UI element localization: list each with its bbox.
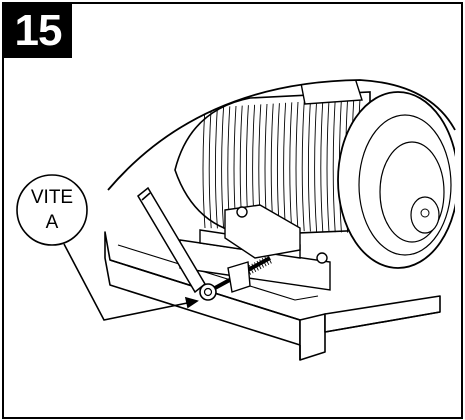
detail-cutout-outline [107, 79, 456, 191]
callout-label-line1: VITE [31, 187, 73, 208]
screw-thread [259, 259, 265, 268]
motor-fin [332, 99, 336, 233]
screw-thread [261, 257, 267, 267]
adjusting-screw-vite-a [199, 255, 272, 301]
motor-fin [214, 107, 218, 229]
motor-fin [289, 102, 293, 231]
motor-fin [208, 107, 212, 229]
step-number-badge: 15 [4, 4, 72, 58]
screw-thread [256, 260, 262, 270]
wrench-handle [137, 186, 206, 294]
motor-fin [283, 102, 287, 231]
motor-fin [307, 101, 311, 232]
pulley [337, 91, 455, 269]
motor-body [174, 80, 371, 236]
screw-thread [251, 263, 257, 273]
screw-thread [253, 262, 259, 271]
callout-leader-arrow [63, 243, 199, 321]
screw-thread [264, 256, 270, 266]
screw-thread [266, 255, 272, 264]
motor-fin [202, 107, 206, 229]
screw-thread [248, 264, 254, 274]
motor-fin [326, 99, 330, 233]
callout-balloon: VITE A [16, 174, 88, 246]
motor-fin [320, 100, 324, 232]
motor-fin [295, 101, 299, 232]
motor-fin [301, 101, 305, 232]
base-frame [104, 231, 441, 361]
motor-fin [221, 106, 225, 229]
motor-fin [314, 100, 318, 232]
callout-label-line2: A [46, 212, 59, 233]
